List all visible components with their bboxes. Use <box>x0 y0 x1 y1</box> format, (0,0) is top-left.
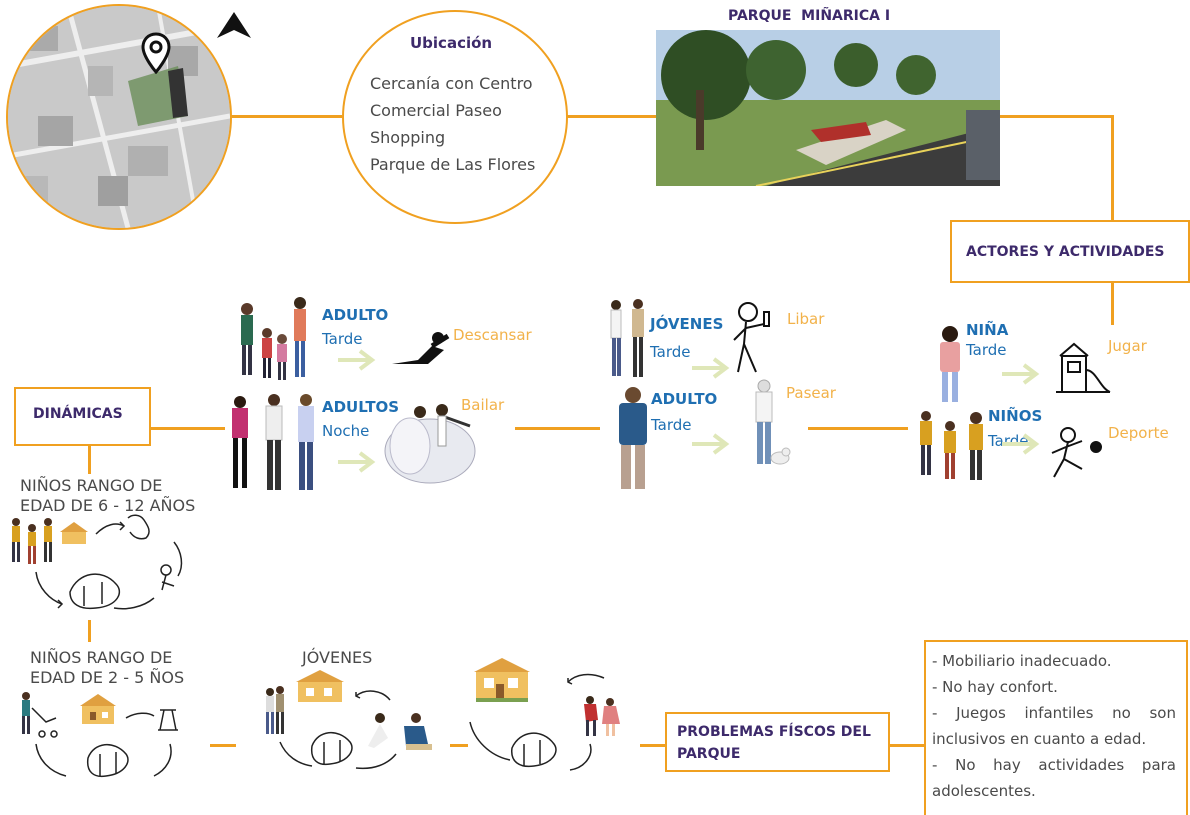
actor-6-group: NIÑOS <box>988 407 1043 425</box>
connector-kids-vertical <box>88 620 91 642</box>
problems-title-2: PARQUE <box>677 746 741 762</box>
actor-5-activity: Jugar <box>1108 337 1147 355</box>
actor-4-arrow <box>690 432 732 460</box>
adults-walking-figure <box>222 390 327 504</box>
ubicacion-line-4: Parque de Las Flores <box>370 155 536 174</box>
connector-photo-right <box>1000 115 1113 118</box>
connector-dinamicas-down <box>88 446 91 474</box>
actor-1-activity: Descansar <box>453 326 532 344</box>
problems-title-1: PROBLEMAS FÍSCOS DEL <box>677 724 871 740</box>
problems-list-box <box>924 640 1188 815</box>
actor-5-time: Tarde <box>966 341 1007 359</box>
playground-icon <box>1052 340 1112 400</box>
park-title: PARQUE MIÑARICA I <box>728 8 891 24</box>
actor-6-activity: Deporte <box>1108 424 1169 442</box>
problem-item-4: inclusivos en cuanto a edad. <box>932 730 1147 748</box>
connector-map-ubicacion <box>230 115 342 118</box>
reclining-person-icon <box>388 330 456 374</box>
ubicacion-line-2: Comercial Paseo <box>370 101 502 120</box>
dinamicas-box <box>14 387 151 446</box>
girl-figure <box>932 325 968 409</box>
map-pin-icon <box>140 32 172 78</box>
actor-6-arrow <box>1000 432 1042 460</box>
actores-box <box>950 220 1190 283</box>
connector-mid-right <box>808 427 908 430</box>
dinamicas-title: DINÁMICAS <box>33 406 123 422</box>
walking-dog-icon <box>746 378 792 478</box>
connector-problems-left <box>640 744 665 747</box>
jovenes-cycle <box>256 668 446 782</box>
connector-right-down <box>1111 115 1114 220</box>
actor-2-activity: Bailar <box>461 396 505 414</box>
drinking-person-icon <box>730 298 776 380</box>
kids-2-5-label-2: EDAD DE 2 - 5 ÑOS <box>30 668 185 687</box>
football-player-icon <box>1046 425 1106 487</box>
actor-5-group: NIÑA <box>966 321 1009 339</box>
kids-6-12-label-2: EDAD DE 6 - 12 AÑOS <box>20 496 196 515</box>
youths-figure <box>604 297 652 385</box>
kids-6-12-cycle <box>6 512 196 624</box>
actor-4-group: ADULTO <box>651 390 718 408</box>
connector-dinamicas-people <box>150 427 225 430</box>
dash-1 <box>210 744 236 747</box>
actor-4-activity: Pasear <box>786 384 836 402</box>
kids-6-12-label-1: NIÑOS RANGO DE <box>20 476 163 495</box>
actor-2-time: Noche <box>322 422 370 440</box>
ubicacion-title: Ubicación <box>410 34 493 52</box>
actor-3-arrow <box>690 356 732 384</box>
adult-man-figure <box>611 385 655 497</box>
actor-5-arrow <box>1000 362 1042 390</box>
ubicacion-circle <box>342 10 568 224</box>
actores-title: ACTORES Y ACTIVIDADES <box>966 244 1165 260</box>
problems-title-box <box>665 712 890 772</box>
actor-3-group: JÓVENES <box>650 315 724 333</box>
adult-group-figure <box>232 295 317 389</box>
actor-3-activity: Libar <box>787 310 825 328</box>
dash-2 <box>450 744 468 747</box>
actor-2-group: ADULTOS <box>322 398 400 416</box>
connector-ubicacion-photo <box>566 115 658 118</box>
actor-2-arrow <box>336 450 378 478</box>
problem-item-1: - Mobiliario inadecuado. <box>932 652 1112 670</box>
problem-item-3: - Juegos infantiles no son <box>932 704 1176 722</box>
connector-mid-left <box>515 427 600 430</box>
actor-1-time: Tarde <box>322 330 363 348</box>
ubicacion-line-1: Cercanía con Centro <box>370 74 533 93</box>
dancers-icon <box>380 396 480 490</box>
actor-4-time: Tarde <box>651 416 692 434</box>
aerial-map-image <box>8 6 230 228</box>
problem-item-6: adolescentes. <box>932 782 1036 800</box>
actor-1-arrow <box>336 348 378 376</box>
problem-item-2: - No hay confort. <box>932 678 1058 696</box>
kids-2-5-label-1: NIÑOS RANGO DE <box>30 648 173 667</box>
actor-3-time: Tarde <box>650 343 691 361</box>
location-map <box>6 4 232 230</box>
kids-2-5-cycle <box>14 688 204 792</box>
jovenes-label: JÓVENES <box>302 648 373 667</box>
actor-1-group: ADULTO <box>322 306 389 324</box>
connector-actores-down <box>1111 283 1114 325</box>
problem-item-5: - No hay actividades para <box>932 756 1176 774</box>
park-photo <box>656 30 1000 186</box>
boys-figure <box>916 408 991 487</box>
north-arrow-icon <box>215 10 253 44</box>
ubicacion-line-3: Shopping <box>370 128 446 147</box>
connector-problems-right <box>890 744 926 747</box>
family-cycle <box>464 656 644 790</box>
